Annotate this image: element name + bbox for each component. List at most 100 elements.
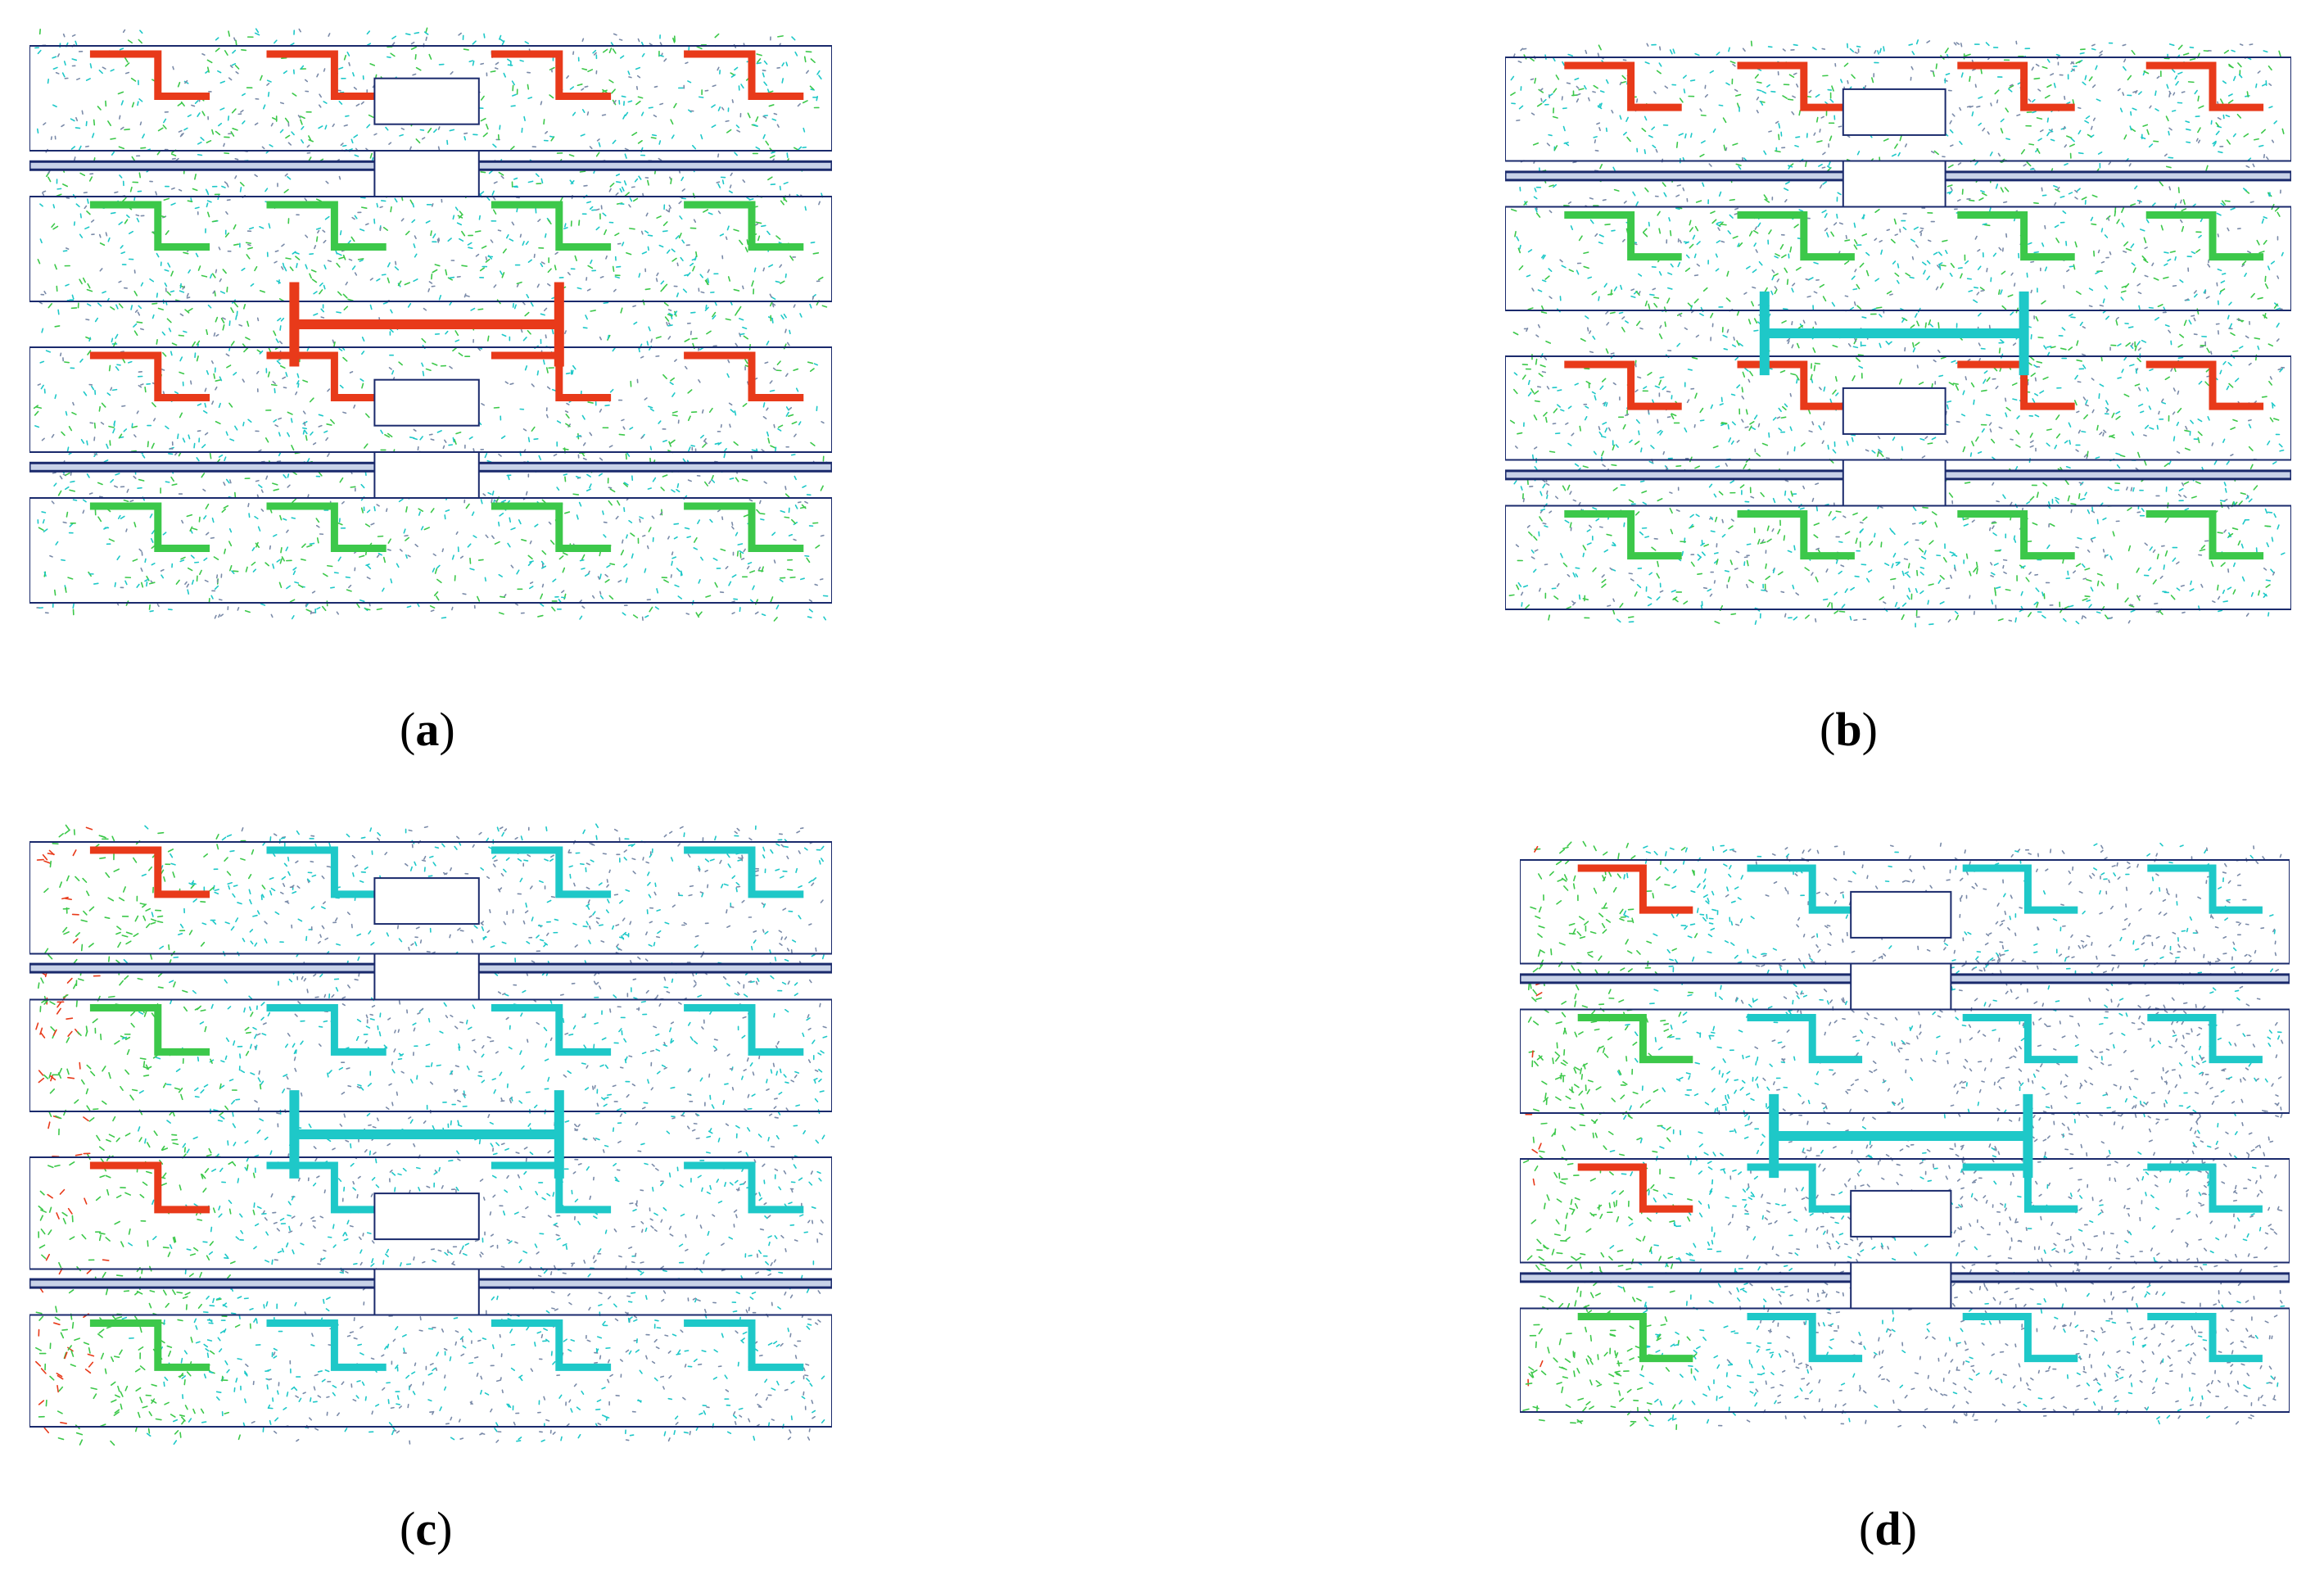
vector-arrow: [485, 258, 491, 263]
vector-arrow: [2241, 260, 2247, 265]
vector-arrow: [484, 453, 488, 459]
vector-arrow: [233, 372, 237, 376]
vector-arrow: [1845, 234, 1847, 239]
vector-arrow: [1976, 568, 1978, 575]
vector-arrow: [2177, 356, 2184, 360]
vector-arrow: [333, 572, 339, 574]
vector-arrow: [1727, 230, 1731, 235]
vector-arrow: [47, 302, 53, 309]
vector-arrow: [1583, 84, 1587, 90]
vector-arrow: [812, 296, 815, 301]
vector-arrow: [1684, 241, 1689, 245]
vector-arrow: [107, 120, 112, 127]
vector-arrow: [2159, 181, 2163, 187]
vector-arrow: [2050, 138, 2055, 142]
vector-arrow: [306, 458, 310, 463]
vector-arrow: [1879, 48, 1882, 53]
vector-arrow: [230, 307, 234, 314]
vector-arrow: [1808, 89, 1812, 93]
vector-arrow: [620, 550, 625, 556]
vector-arrow: [579, 559, 585, 562]
vector-arrow: [1510, 75, 1515, 81]
panel-drawing: [29, 27, 832, 622]
vector-arrow: [191, 579, 194, 585]
vector-arrow: [265, 437, 269, 443]
vector-arrow: [2050, 346, 2056, 349]
vector-arrow: [2221, 200, 2227, 206]
vector-arrow: [1535, 212, 1541, 218]
vector-arrow: [284, 117, 290, 124]
vector-arrow: [2226, 385, 2230, 391]
vector-arrow: [703, 209, 709, 213]
vector-arrow: [215, 379, 222, 382]
vector-arrow: [789, 255, 794, 261]
vector-arrow: [110, 478, 115, 483]
vector-arrow: [463, 48, 469, 51]
vector-arrow: [287, 175, 292, 180]
vector-arrow: [2177, 44, 2183, 50]
vector-arrow: [771, 118, 777, 121]
vector-arrow: [318, 424, 323, 428]
vector-arrow: [2000, 289, 2003, 295]
vector-arrow: [2274, 302, 2279, 307]
vector-arrow: [2131, 50, 2136, 56]
vector-arrow: [618, 38, 623, 41]
vector-arrow: [446, 139, 449, 145]
vector-arrow: [79, 358, 84, 363]
vector-arrow: [671, 248, 676, 253]
vector-arrow: [1998, 247, 2002, 251]
vector-arrow: [2004, 397, 2007, 402]
vector-arrow: [1671, 413, 1677, 417]
vector-arrow: [2191, 496, 2197, 499]
vector-arrow: [1818, 387, 1822, 391]
vector-arrow: [501, 333, 507, 337]
vector-arrow: [568, 154, 575, 157]
vector-arrow: [285, 134, 291, 139]
vector-arrow: [297, 382, 300, 388]
vector-arrow: [462, 593, 467, 595]
vector-arrow: [297, 584, 304, 588]
vector-arrow: [1890, 238, 1896, 244]
vector-arrow: [2154, 90, 2157, 97]
vector-arrow: [156, 338, 158, 345]
vector-arrow: [1844, 531, 1851, 535]
vector-arrow: [1549, 450, 1556, 453]
vector-arrow: [345, 281, 348, 286]
vector-arrow: [1978, 197, 1984, 201]
vector-arrow: [139, 121, 142, 126]
vector-arrow: [1640, 447, 1643, 453]
vector-arrow: [646, 341, 649, 346]
vector-arrow: [1992, 532, 1997, 536]
vector-arrow: [2186, 141, 2191, 143]
vector-arrow: [491, 535, 495, 540]
vector-arrow: [2254, 337, 2261, 340]
vector-arrow: [590, 310, 596, 312]
vector-arrow: [638, 346, 640, 353]
vector-arrow: [219, 291, 225, 294]
vector-arrow: [711, 124, 717, 129]
vector-arrow: [458, 32, 462, 36]
vector-arrow: [2096, 518, 2099, 525]
vector-arrow: [1721, 518, 1724, 523]
vector-arrow: [2062, 210, 2067, 215]
vector-arrow: [641, 52, 645, 57]
vector-arrow: [39, 238, 43, 244]
vector-arrow: [2207, 416, 2210, 421]
vector-arrow: [319, 93, 322, 98]
vector-arrow: [1992, 525, 1995, 530]
vector-arrow: [1611, 544, 1616, 547]
vector-arrow: [567, 272, 571, 276]
vector-arrow: [563, 227, 568, 230]
vector-arrow: [1622, 131, 1627, 136]
vector-arrow: [579, 615, 583, 620]
vector-arrow: [1715, 253, 1718, 258]
vector-arrow: [1564, 142, 1570, 147]
vector-arrow: [2267, 343, 2274, 347]
vector-arrow: [1666, 391, 1671, 393]
vector-arrow: [2100, 228, 2104, 233]
vector-arrow: [2011, 382, 2018, 386]
vector-arrow: [360, 101, 364, 105]
vector-arrow: [1597, 105, 1603, 110]
vector-arrow: [543, 307, 548, 312]
vector-arrow: [2117, 88, 2121, 92]
